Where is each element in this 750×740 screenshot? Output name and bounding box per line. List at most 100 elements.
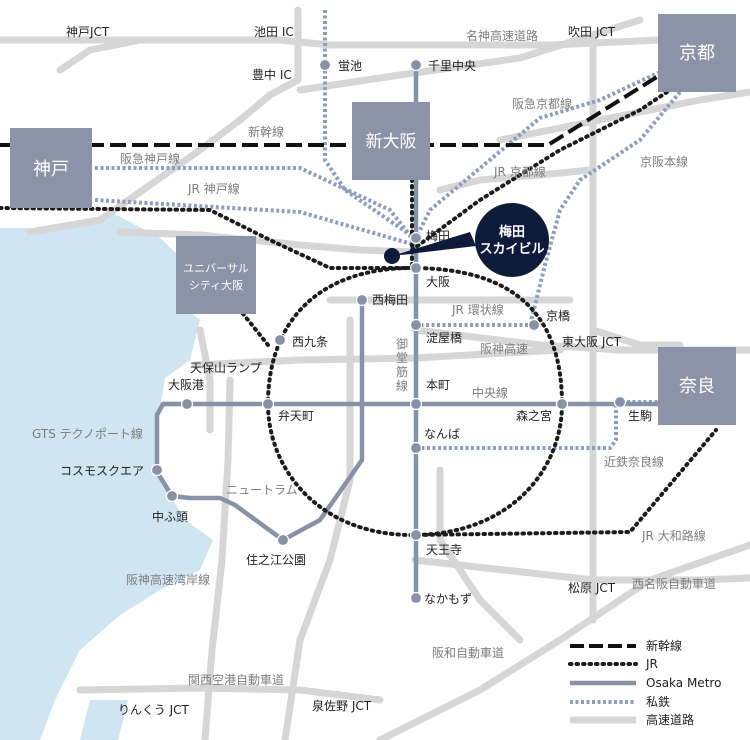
highlight-label-line2: スカイビル	[479, 241, 544, 257]
city-label-nara: 奈良	[679, 376, 715, 397]
station-dot-tennoji	[409, 528, 423, 542]
expressway-ikeda	[26, 6, 302, 236]
city-box-kyoto: 京都	[658, 14, 736, 92]
label-chuo: 中央線	[472, 385, 508, 400]
ic-label-higashi-osaka-jct: 東大阪 JCT	[562, 335, 622, 349]
station-dot-cosmo-square	[150, 463, 164, 477]
highlight-label-line1: 梅田	[499, 224, 525, 240]
station-dot-suminoe-koen	[276, 533, 290, 547]
station-labels: 蛍池 千里中央 梅田 大阪 西梅田 淀屋橋 京橋 西九条 本町 弁天町 森之宮 …	[60, 58, 652, 606]
label-new-tram: ニュートラム	[226, 483, 298, 497]
station-dot-morinomiya	[555, 397, 569, 411]
label-midosuji-2: 堂	[396, 351, 408, 365]
label-hanshin-wangan: 阪神高速湾岸線	[126, 572, 210, 587]
station-dot-osakako	[180, 397, 194, 411]
city-label-shin-osaka: 新大阪	[366, 132, 417, 152]
label-jr-kobe: JR 神戸線	[187, 181, 240, 196]
station-label-tennoji: 天王寺	[426, 543, 462, 557]
expressway-tempozan-south	[196, 326, 214, 434]
umeda-sky-building-marker: 梅田 スカイビル	[384, 203, 549, 277]
station-dot-nishikujo	[273, 333, 287, 347]
station-dot-namba	[409, 441, 423, 455]
legend-label-private: 私鉄	[646, 694, 670, 709]
label-kintetsu-nara: 近鉄奈良線	[604, 454, 664, 469]
kintetsu-nara-line	[416, 400, 660, 450]
osaka-bay	[0, 214, 213, 740]
station-dot-bentencho	[261, 397, 275, 411]
legend-label-expressway: 高速道路	[646, 712, 694, 727]
label-midosuji-3: 筋	[396, 364, 408, 379]
ic-label-kobe-jct: 神戸JCT	[66, 25, 110, 39]
label-midosuji-4: 線	[396, 378, 408, 393]
legend-label-jr: JR	[645, 657, 658, 671]
station-label-bentencho: 弁天町	[278, 408, 314, 423]
label-midosuji-1: 御	[396, 336, 408, 351]
kansai-airport-island	[80, 700, 128, 740]
ic-label-toyonaka-ic: 豊中 IC	[252, 67, 292, 82]
ic-label-izumisano-jct: 泉佐野 JCT	[312, 699, 372, 713]
station-label-nakafuto: 中ふ頭	[152, 509, 188, 524]
ic-label-ikeda-ic: 池田 IC	[254, 25, 294, 39]
legend: 新幹線 JR Osaka Metro 私鉄 高速道路	[568, 638, 721, 727]
station-dot-nakafuto	[165, 489, 179, 503]
expressway-kyoto	[496, 88, 750, 144]
station-dot-kyobashi	[527, 318, 541, 332]
hanwa-expressway	[376, 541, 750, 740]
label-gts: GTS テクノポート線	[32, 426, 143, 441]
hanshin-expressway-tempozan	[191, 346, 564, 369]
station-label-hommachi: 本町	[426, 378, 450, 392]
keihan-main-line	[416, 90, 682, 327]
station-label-osaka: 大阪	[426, 275, 450, 289]
expressway-north-diag	[296, 16, 644, 94]
kansai-airport-expressway	[76, 684, 384, 704]
label-kansai-airport: 関西空港自動車道	[188, 673, 284, 687]
station-label-senri-chuo: 千里中央	[428, 58, 476, 73]
shinkansen-line	[0, 73, 662, 147]
station-dot-hommachi	[409, 397, 423, 411]
label-hankyu-kyoto: 阪急京都線	[512, 96, 572, 111]
station-label-cosmo-square: コスモスクエア	[60, 464, 144, 478]
city-label-kobe: 神戸	[33, 159, 69, 180]
legend-label-metro: Osaka Metro	[646, 676, 721, 690]
station-markers	[150, 58, 627, 605]
station-label-yodoyabashi: 淀屋橋	[426, 331, 462, 345]
station-label-osakako: 大阪港	[168, 378, 204, 392]
label-meishin: 名神高速道路	[466, 28, 538, 43]
label-jr-loop: JR 環状線	[451, 302, 504, 317]
ic-labels: 神戸JCT 池田 IC 吹田 JCT 豊中 IC 東大阪 JCT 天保山ランプ …	[66, 25, 622, 717]
line-labels: 名神高速道路 阪急京都線 新幹線 阪急神戸線 京阪本線 JR 京都線 JR 神戸…	[32, 28, 716, 687]
city-label-kyoto: 京都	[679, 43, 715, 64]
expressway-sakai	[281, 316, 354, 740]
label-hanshin-exp: 阪神高速	[480, 341, 528, 356]
label-keihan: 京阪本線	[640, 154, 688, 169]
ic-label-matsubara-jct: 松原 JCT	[568, 581, 616, 595]
legend-label-shinkansen: 新幹線	[646, 638, 682, 653]
chugoku-expressway	[56, 36, 144, 74]
station-label-umeda: 梅田	[426, 228, 450, 243]
station-label-hotarugaike: 蛍池	[338, 59, 362, 73]
station-dot-nishi-umeda	[355, 293, 369, 307]
expressway-jct-east	[589, 326, 684, 349]
station-dot-hotarugaike	[318, 58, 332, 72]
station-label-namba: なんば	[424, 427, 460, 441]
expressway-kobe-umeda	[116, 228, 419, 256]
station-label-nishikujo: 西九条	[292, 335, 328, 349]
station-dot-osaka	[409, 261, 423, 275]
expressway-network	[0, 6, 750, 740]
hankyu-kobe-line	[95, 166, 414, 240]
city-box-kobe: 神戸	[10, 128, 92, 208]
station-label-ikoma: 生駒	[628, 409, 652, 423]
city-box-shin-osaka: 新大阪	[352, 102, 430, 180]
label-nishimeihan: 西名阪自動車道	[632, 576, 716, 591]
usj-label-line2: シティ大阪	[189, 278, 243, 292]
jr-yamatoji-line	[410, 428, 718, 537]
usj-label-line1: ユニバーサル	[183, 262, 249, 275]
label-shinkansen: 新幹線	[248, 124, 284, 139]
station-label-suminoe-koen: 住之江公園	[246, 553, 306, 567]
meishin-expressway	[0, 36, 664, 49]
hanshin-main-line	[94, 198, 413, 246]
yotsubashi-line	[281, 300, 365, 542]
station-label-morinomiya: 森之宮	[516, 408, 552, 423]
station-dot-nakamozu	[409, 591, 423, 605]
